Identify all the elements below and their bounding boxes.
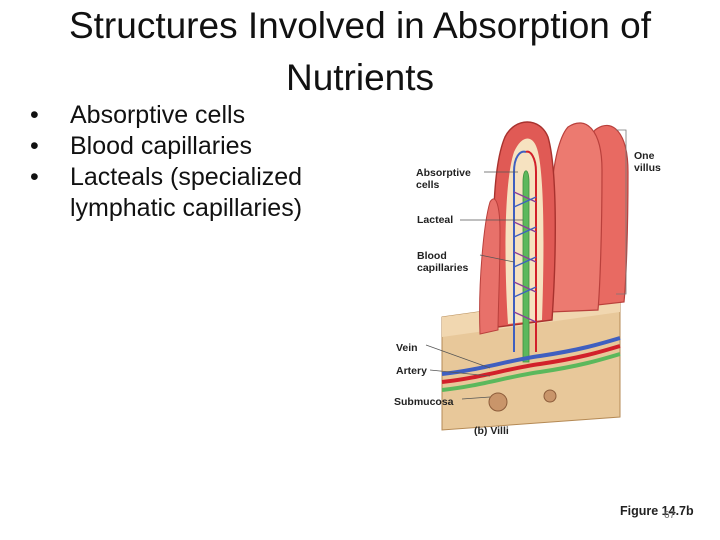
title-line-2: Nutrients [285,57,435,98]
one-villus-bracket [616,129,627,295]
label-lacteal: Lacteal [417,214,454,226]
gland [543,389,557,403]
bullet-text: Lacteals (specialized lymphatic capillar… [70,163,303,222]
villus-left-edge [479,198,501,335]
label-absorptive-cells: Absorptive cells [416,167,471,191]
bullet-item: • Blood capillaries [30,131,370,162]
bullet-glyph: • [30,101,39,129]
bullet-glyph: • [30,132,39,160]
bullet-text: Absorptive cells [70,101,246,129]
villus-back-middle [547,122,603,313]
leader-lines [425,171,523,400]
label-one-villus: One villus [634,150,661,174]
figure-caption: (b) Villi [474,425,509,437]
title-line-1: Structures Involved in Absorption of [68,5,652,46]
label-submucosa: Submucosa [394,396,454,408]
slide-title: Structures Involved in Absorption of Nut… [20,0,700,104]
label-artery: Artery [396,365,427,377]
bullet-glyph: • [30,163,39,191]
artery-vessel [441,344,621,384]
vein-vessel [441,336,621,376]
bullet-list: • Absorptive cells • Blood capillaries •… [30,100,370,224]
villi-illustration [425,121,629,431]
lacteal-base [441,352,621,392]
bullet-text: Blood capillaries [70,132,253,160]
lacteal [522,170,530,363]
page-number: 67 [664,510,676,521]
bullet-item: • Lacteals (specialized lymphatic capill… [30,162,370,224]
bullet-item: • Absorptive cells [30,100,370,131]
label-blood-capillaries: Blood capillaries [417,250,469,274]
label-vein: Vein [396,342,418,354]
gland [488,392,508,412]
figure-reference: Figure 14.7b [620,504,694,518]
